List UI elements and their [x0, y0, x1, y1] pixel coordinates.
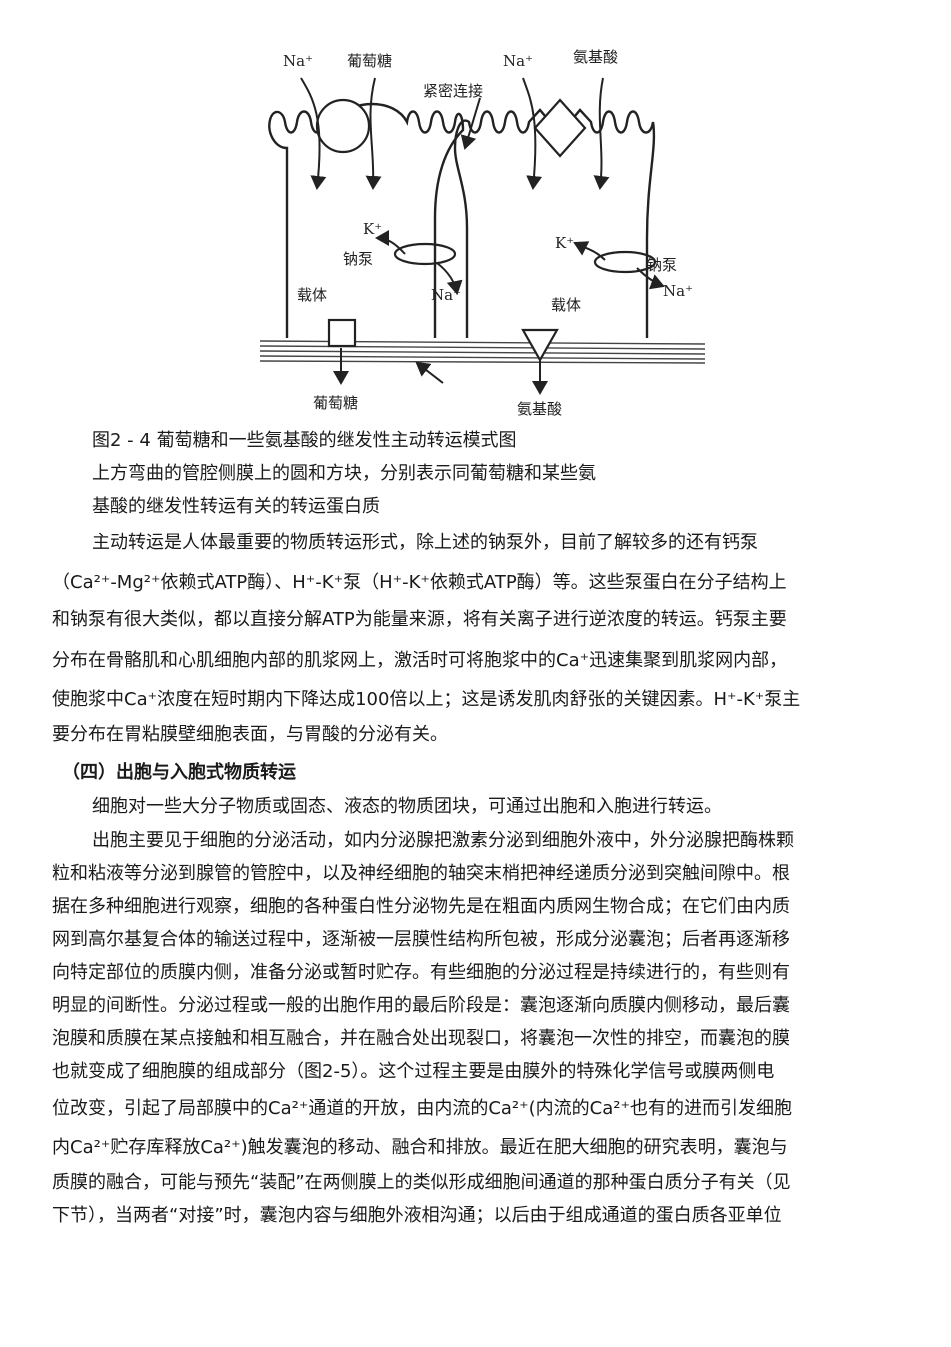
paragraph-line: 和钠泵有很大类似，都以直接分解ATP为能量来源，将有关离子进行逆浓度的转运。钙泵…	[52, 609, 787, 630]
paragraph-line: 出胞主要见于细胞的分泌活动，如内分泌腺把激素分泌到细胞外液中，外分泌腺把酶株颗	[92, 830, 794, 851]
amino-carrier-triangle	[521, 328, 559, 363]
paragraph-line: 也就变成了细胞膜的组成部分（图2-5）。这个过程主要是由膜外的特殊化学信号或膜两…	[52, 1061, 775, 1082]
paragraph-line: 主动转运是人体最重要的物质转运形式，除上述的钠泵外，目前了解较多的还有钙泵	[92, 532, 758, 553]
paragraph-line: 据在多种细胞进行观察，细胞的各种蛋白性分泌物先是在粗面内质网生物合成；在它们由内…	[52, 896, 790, 917]
label-na-left-top: Na⁺	[283, 52, 313, 70]
label-pump-left: 钠泵	[343, 250, 373, 268]
glucose-transporter-circle	[315, 98, 371, 154]
label-glucose-top: 葡萄糖	[347, 52, 392, 70]
paragraph-line: 使胞浆中Ca⁺浓度在短时期内下降达成100倍以上；这是诱发肌肉舒张的关键因素。H…	[52, 689, 801, 710]
paragraph-line: 向特定部位的质膜内侧，准备分泌或暂时贮存。有些细胞的分泌过程是持续进行的，有些则…	[52, 962, 790, 983]
label-carrier-left: 载体	[297, 286, 327, 304]
left-cell-outline	[268, 102, 465, 338]
transport-diagram: Na⁺ 葡萄糖 Na⁺ 氨基酸 紧密连接 K⁺ 钠泵 Na⁺ 载体 K⁺ 钠泵 …	[259, 48, 706, 418]
paragraph-line: 要分布在胃粘膜壁细胞表面，与胃酸的分泌有关。	[52, 724, 448, 745]
label-na-right: Na⁺	[663, 282, 693, 300]
basement-membrane	[259, 340, 706, 364]
figure-caption-title: 图2 - 4 葡萄糖和一些氨基酸的继发性主动转运模式图	[92, 430, 517, 451]
label-na-mid: Na⁺	[431, 286, 461, 304]
paragraph-line: 内Ca²⁺贮存库释放Ca²⁺)触发囊泡的移动、融合和排放。最近在肥大细胞的研究表…	[52, 1137, 788, 1158]
amino-transporter-diamond	[533, 98, 587, 158]
glucose-carrier-square	[327, 318, 357, 348]
label-na-right-top: Na⁺	[503, 52, 533, 70]
right-cell-outline	[453, 108, 656, 338]
label-amino-bottom: 氨基酸	[517, 400, 562, 418]
sodium-pump-right	[593, 250, 657, 274]
paragraph-line: 位改变，引起了局部膜中的Ca²⁺通道的开放，由内流的Ca²⁺(内流的Ca²⁺也有…	[52, 1098, 792, 1119]
paragraph-line: 粒和粘液等分泌到腺管的管腔中，以及神经细胞的轴突末梢把神经递质分泌到突触间隙中。…	[52, 863, 790, 884]
label-pump-right: 钠泵	[647, 256, 677, 274]
flow-arrows	[300, 77, 665, 395]
paragraph-line: 质膜的融合，可能与预先“装配”在两侧膜上的类似形成细胞间通道的那种蛋白质分子有关…	[52, 1172, 791, 1193]
paragraph-line: （Ca²⁺-Mg²⁺依赖式ATP酶）、H⁺-K⁺泵（H⁺-K⁺依赖式ATP酶）等…	[52, 572, 787, 593]
paragraph-line: 分布在骨骼肌和心肌细胞内部的肌浆网上，激活时可将胞浆中的Ca⁺迅速集聚到肌浆网内…	[52, 650, 788, 671]
label-tight-junction: 紧密连接	[423, 82, 483, 100]
paragraph-line: 下节），当两者“对接”时，囊泡内容与细胞外液相沟通；以后由于组成通道的蛋白质各亚…	[52, 1205, 782, 1226]
paragraph-line: 细胞对一些大分子物质或固态、液态的物质团块，可通过出胞和入胞进行转运。	[92, 796, 722, 817]
figure-caption-line: 基酸的继发性转运有关的转运蛋白质	[92, 496, 380, 517]
figure-caption-line: 上方弯曲的管腔侧膜上的圆和方块，分别表示同葡萄糖和某些氨	[92, 463, 596, 484]
label-glucose-bottom: 葡萄糖	[313, 394, 358, 412]
paragraph-line: 泡膜和质膜在某点接触和相互融合，并在融合处出现裂口，将囊泡一次性的排空，而囊泡的…	[52, 1028, 790, 1049]
label-k-left: K⁺	[363, 220, 382, 238]
paragraph-line: 明显的间断性。分泌过程或一般的出胞作用的最后阶段是：囊泡逐渐向质膜内侧移动，最后…	[52, 995, 790, 1016]
paragraph-line: 网到高尔基复合体的输送过程中，逐渐被一层膜性结构所包被，形成分泌囊泡；后者再逐渐…	[52, 929, 790, 950]
label-carrier-right: 载体	[551, 296, 581, 314]
label-amino-top: 氨基酸	[573, 48, 618, 66]
sodium-pump-left	[393, 242, 457, 266]
section-heading: （四）出胞与入胞式物质转运	[62, 762, 296, 783]
label-k-right: K⁺	[555, 234, 574, 252]
